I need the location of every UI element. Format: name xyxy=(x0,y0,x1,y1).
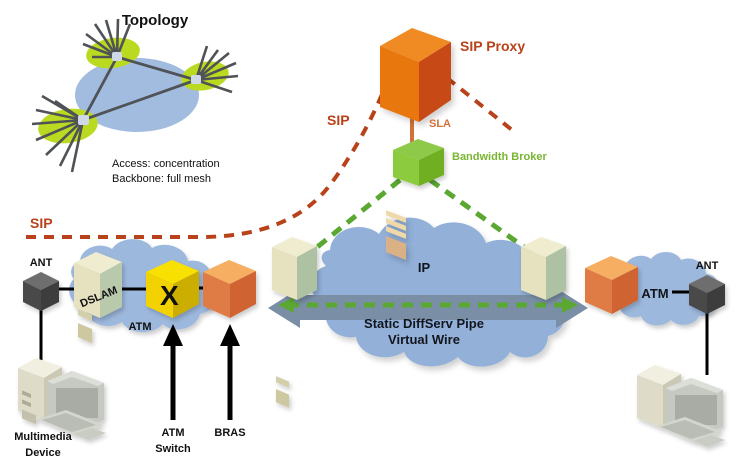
sip-label-lower: SIP xyxy=(30,215,53,231)
pipe-label-line2: Virtual Wire xyxy=(388,332,460,347)
bras-cube-right xyxy=(585,256,638,314)
edge-router-left xyxy=(272,237,317,408)
atm-switch-label-line1: ATM xyxy=(161,427,184,439)
bandwidth-broker-label: Bandwidth Broker xyxy=(452,151,547,163)
inset-title: Topology xyxy=(122,12,189,29)
multimedia-device-right xyxy=(637,365,725,447)
atm-cloud-left-label: ATM xyxy=(128,321,151,333)
multimedia-device-label-line2: Device xyxy=(25,447,60,459)
multimedia-device-left xyxy=(18,358,106,440)
sip-label-upper: SIP xyxy=(327,112,350,128)
broker-link-left xyxy=(303,178,402,259)
ant-right-label: ANT xyxy=(696,260,719,272)
bandwidth-broker-box xyxy=(393,139,444,186)
pipe-arrowhead-right xyxy=(562,297,578,313)
ant-left-label: ANT xyxy=(30,257,53,269)
ant-right-cube xyxy=(689,275,725,314)
callout-arrow-bras xyxy=(220,324,240,420)
sip-proxy-server xyxy=(380,28,451,260)
multimedia-device-label-line1: Multimedia xyxy=(14,431,72,443)
backbone-nodes xyxy=(78,52,201,125)
atm-switch-x-glyph: X xyxy=(160,280,179,311)
inset-note-line1: Access: concentration xyxy=(112,158,220,170)
sip-link-right xyxy=(445,76,514,132)
sip-link-left xyxy=(26,91,385,239)
ant-left-cube xyxy=(23,272,59,311)
ip-cloud-label: IP xyxy=(418,260,431,275)
diffserv-pipe-arrow xyxy=(268,288,588,328)
inset-note-line2: Backbone: full mesh xyxy=(112,173,211,185)
topology-inset: Topology xyxy=(31,12,239,185)
atm-switch-label-line2: Switch xyxy=(155,443,191,455)
access-fan-right xyxy=(194,45,239,94)
pipe-arrowhead-left xyxy=(278,297,294,313)
sip-proxy-label: SIP Proxy xyxy=(460,38,525,54)
atm-switch-cube xyxy=(146,260,199,318)
ip-cloud xyxy=(311,217,566,367)
pipe-label-line1: Static DiffServ Pipe xyxy=(364,316,484,331)
access-fan-left xyxy=(31,94,85,173)
edge-router-right xyxy=(521,237,566,300)
callout-arrow-atm-switch xyxy=(163,324,183,420)
backbone-mesh xyxy=(81,55,197,122)
sla-label: SLA xyxy=(429,118,451,130)
dslam-tower xyxy=(74,252,122,344)
bras-label: BRAS xyxy=(214,427,245,439)
bras-cube xyxy=(203,260,256,318)
atm-cloud-right-label: ATM xyxy=(641,286,668,301)
